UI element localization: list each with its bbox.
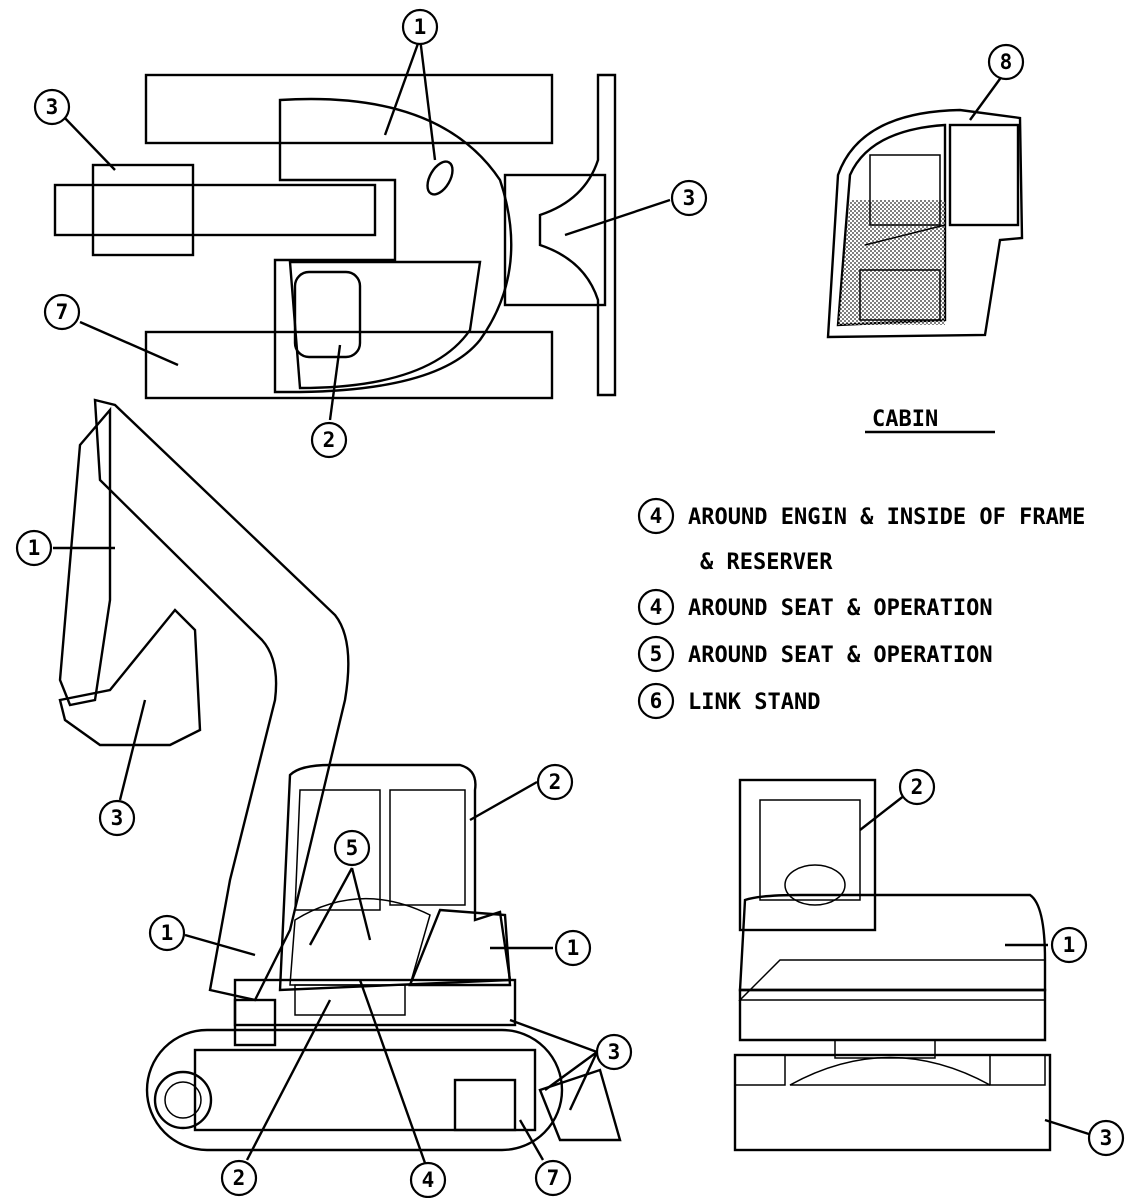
cabin-title: CABIN xyxy=(872,407,938,432)
callout-side-f: 1 xyxy=(554,929,592,967)
callout-top-c: 3 xyxy=(670,179,708,217)
side-engine-cover xyxy=(408,908,512,987)
legend-item-4: 5 AROUND SEAT & OPERATION xyxy=(637,635,993,673)
side-blade xyxy=(538,1068,622,1142)
side-bucket xyxy=(58,608,202,747)
side-cab-rear-window xyxy=(389,789,466,906)
callouts: 1 3 3 7 2 8 1 3 2 5 1 1 3 2 4 7 2 1 3 xyxy=(15,8,1125,1199)
callout-top-a: 1 xyxy=(401,8,439,46)
legend: 4 AROUND ENGIN & INSIDE OF FRAME & RESER… xyxy=(637,497,1085,720)
callout-number: 4 xyxy=(650,595,663,619)
callout-number: 6 xyxy=(650,689,663,713)
cabin-lower-fill xyxy=(838,200,945,325)
top-upper-structure xyxy=(273,97,513,394)
callout-number: 1 xyxy=(414,15,427,39)
callout-top-d: 7 xyxy=(43,293,81,331)
callout-number: 1 xyxy=(567,936,580,960)
rear-view xyxy=(733,778,1052,1152)
callout-number: 5 xyxy=(650,642,663,666)
callout-side-d: 5 xyxy=(333,829,371,867)
callout-top-e: 2 xyxy=(310,421,348,459)
callout-side-e: 1 xyxy=(148,914,186,952)
top-track-lower xyxy=(144,330,554,400)
top-cab-floor xyxy=(288,260,482,390)
cabin-outline xyxy=(826,108,1024,339)
callout-number: 1 xyxy=(161,921,174,945)
top-track-upper xyxy=(144,73,554,145)
side-idler xyxy=(153,1070,213,1130)
callout-side-a: 1 xyxy=(15,529,53,567)
callout-number: 3 xyxy=(111,806,124,830)
callout-number: 7 xyxy=(56,300,69,324)
side-view xyxy=(58,398,622,1152)
top-blade xyxy=(538,73,617,397)
side-seat-area xyxy=(289,897,431,986)
leader-lines xyxy=(53,37,1093,1164)
callout-number: 3 xyxy=(1100,1126,1113,1150)
callout-number: 5 xyxy=(346,836,359,860)
legend-item-5: 6 LINK STAND xyxy=(637,682,820,720)
legend-text-5: LINK STAND xyxy=(688,690,820,715)
callout-number: 7 xyxy=(547,1166,560,1190)
callout-rear-a: 2 xyxy=(898,768,936,806)
side-track xyxy=(145,1028,564,1152)
callout-number: 4 xyxy=(422,1168,435,1192)
callout-number: 2 xyxy=(233,1166,246,1190)
callout-number: 2 xyxy=(323,428,336,452)
rear-cab-window xyxy=(759,799,861,901)
side-cab xyxy=(278,763,512,992)
callout-number: 2 xyxy=(911,775,924,799)
top-boom xyxy=(53,183,377,237)
rear-cab xyxy=(738,778,877,932)
side-track-frame xyxy=(193,1048,537,1132)
legend-text-2: & RESERVER xyxy=(700,550,833,575)
callout-number: 1 xyxy=(28,536,41,560)
legend-text-4: AROUND SEAT & OPERATION xyxy=(688,643,993,668)
top-seat xyxy=(293,270,362,359)
rear-lower-body xyxy=(738,988,1047,1042)
callout-number: 2 xyxy=(549,770,562,794)
callout-side-g: 3 xyxy=(595,1033,633,1071)
side-arm xyxy=(58,406,112,707)
callout-cabin-a: 8 xyxy=(987,43,1025,81)
top-dipper-block xyxy=(91,163,195,257)
callout-number: 4 xyxy=(650,504,663,528)
cabin-view: CABIN xyxy=(826,108,1024,434)
callout-number: 3 xyxy=(683,186,696,210)
callout-side-c: 2 xyxy=(536,763,574,801)
rear-engine-cover xyxy=(738,893,1047,992)
callout-side-b: 3 xyxy=(98,799,136,837)
cabin-lower-window xyxy=(859,269,941,321)
cabin-door xyxy=(836,123,947,327)
legend-item-2: & RESERVER xyxy=(700,550,833,575)
side-cab-door-window xyxy=(294,789,381,911)
top-view xyxy=(53,73,617,400)
rear-track xyxy=(733,1053,1052,1152)
callout-side-j: 7 xyxy=(534,1159,572,1197)
callout-number: 8 xyxy=(1000,50,1013,74)
top-tank-cap xyxy=(426,160,454,196)
legend-text-1: AROUND ENGIN & INSIDE OF FRAME xyxy=(688,505,1085,530)
callout-side-h: 2 xyxy=(220,1159,258,1197)
callout-rear-b: 1 xyxy=(1050,926,1088,964)
top-frame-center xyxy=(503,173,607,307)
callout-top-b: 3 xyxy=(33,88,71,126)
callout-side-i: 4 xyxy=(409,1161,447,1199)
legend-item-1: 4 AROUND ENGIN & INSIDE OF FRAME xyxy=(637,497,1085,535)
callout-number: 1 xyxy=(1063,933,1076,957)
callout-number: 3 xyxy=(608,1040,621,1064)
cabin-rear-window xyxy=(948,123,1020,227)
legend-text-3: AROUND SEAT & OPERATION xyxy=(688,596,993,621)
callout-rear-c: 3 xyxy=(1087,1119,1125,1157)
callout-number: 3 xyxy=(46,95,59,119)
legend-item-3: 4 AROUND SEAT & OPERATION xyxy=(637,588,993,626)
cabin-upper-window xyxy=(869,154,941,226)
